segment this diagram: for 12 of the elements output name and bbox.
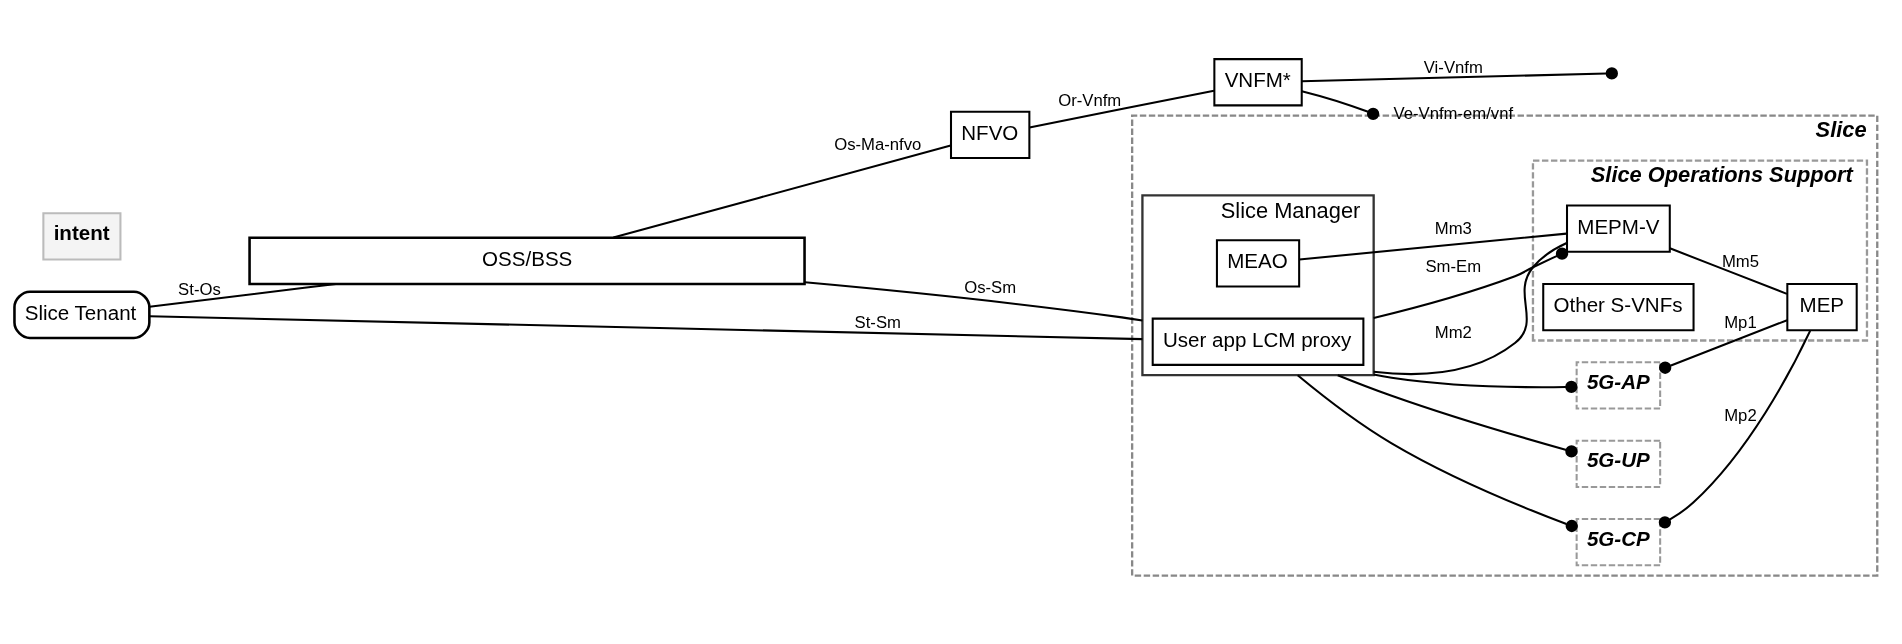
edge-label: Os-Ma-nfvo [834, 134, 922, 154]
edge-label: Mm3 [1434, 218, 1472, 238]
edge-label: Mm5 [1721, 250, 1759, 270]
edge-label: Os-Sm [964, 277, 1017, 297]
edge-label: Mm2 [1434, 322, 1472, 342]
edge-label: Vi-Vnfm [1423, 57, 1483, 76]
edge-label: St-Sm [854, 312, 901, 332]
edge-label: Or-Vnfm [1058, 90, 1122, 110]
edge-label: Sm-Em [1425, 256, 1482, 276]
edge-label: Mp2 [1724, 405, 1757, 425]
edge-label: St-Os [178, 279, 221, 299]
edge-label: Mp1 [1724, 312, 1757, 332]
